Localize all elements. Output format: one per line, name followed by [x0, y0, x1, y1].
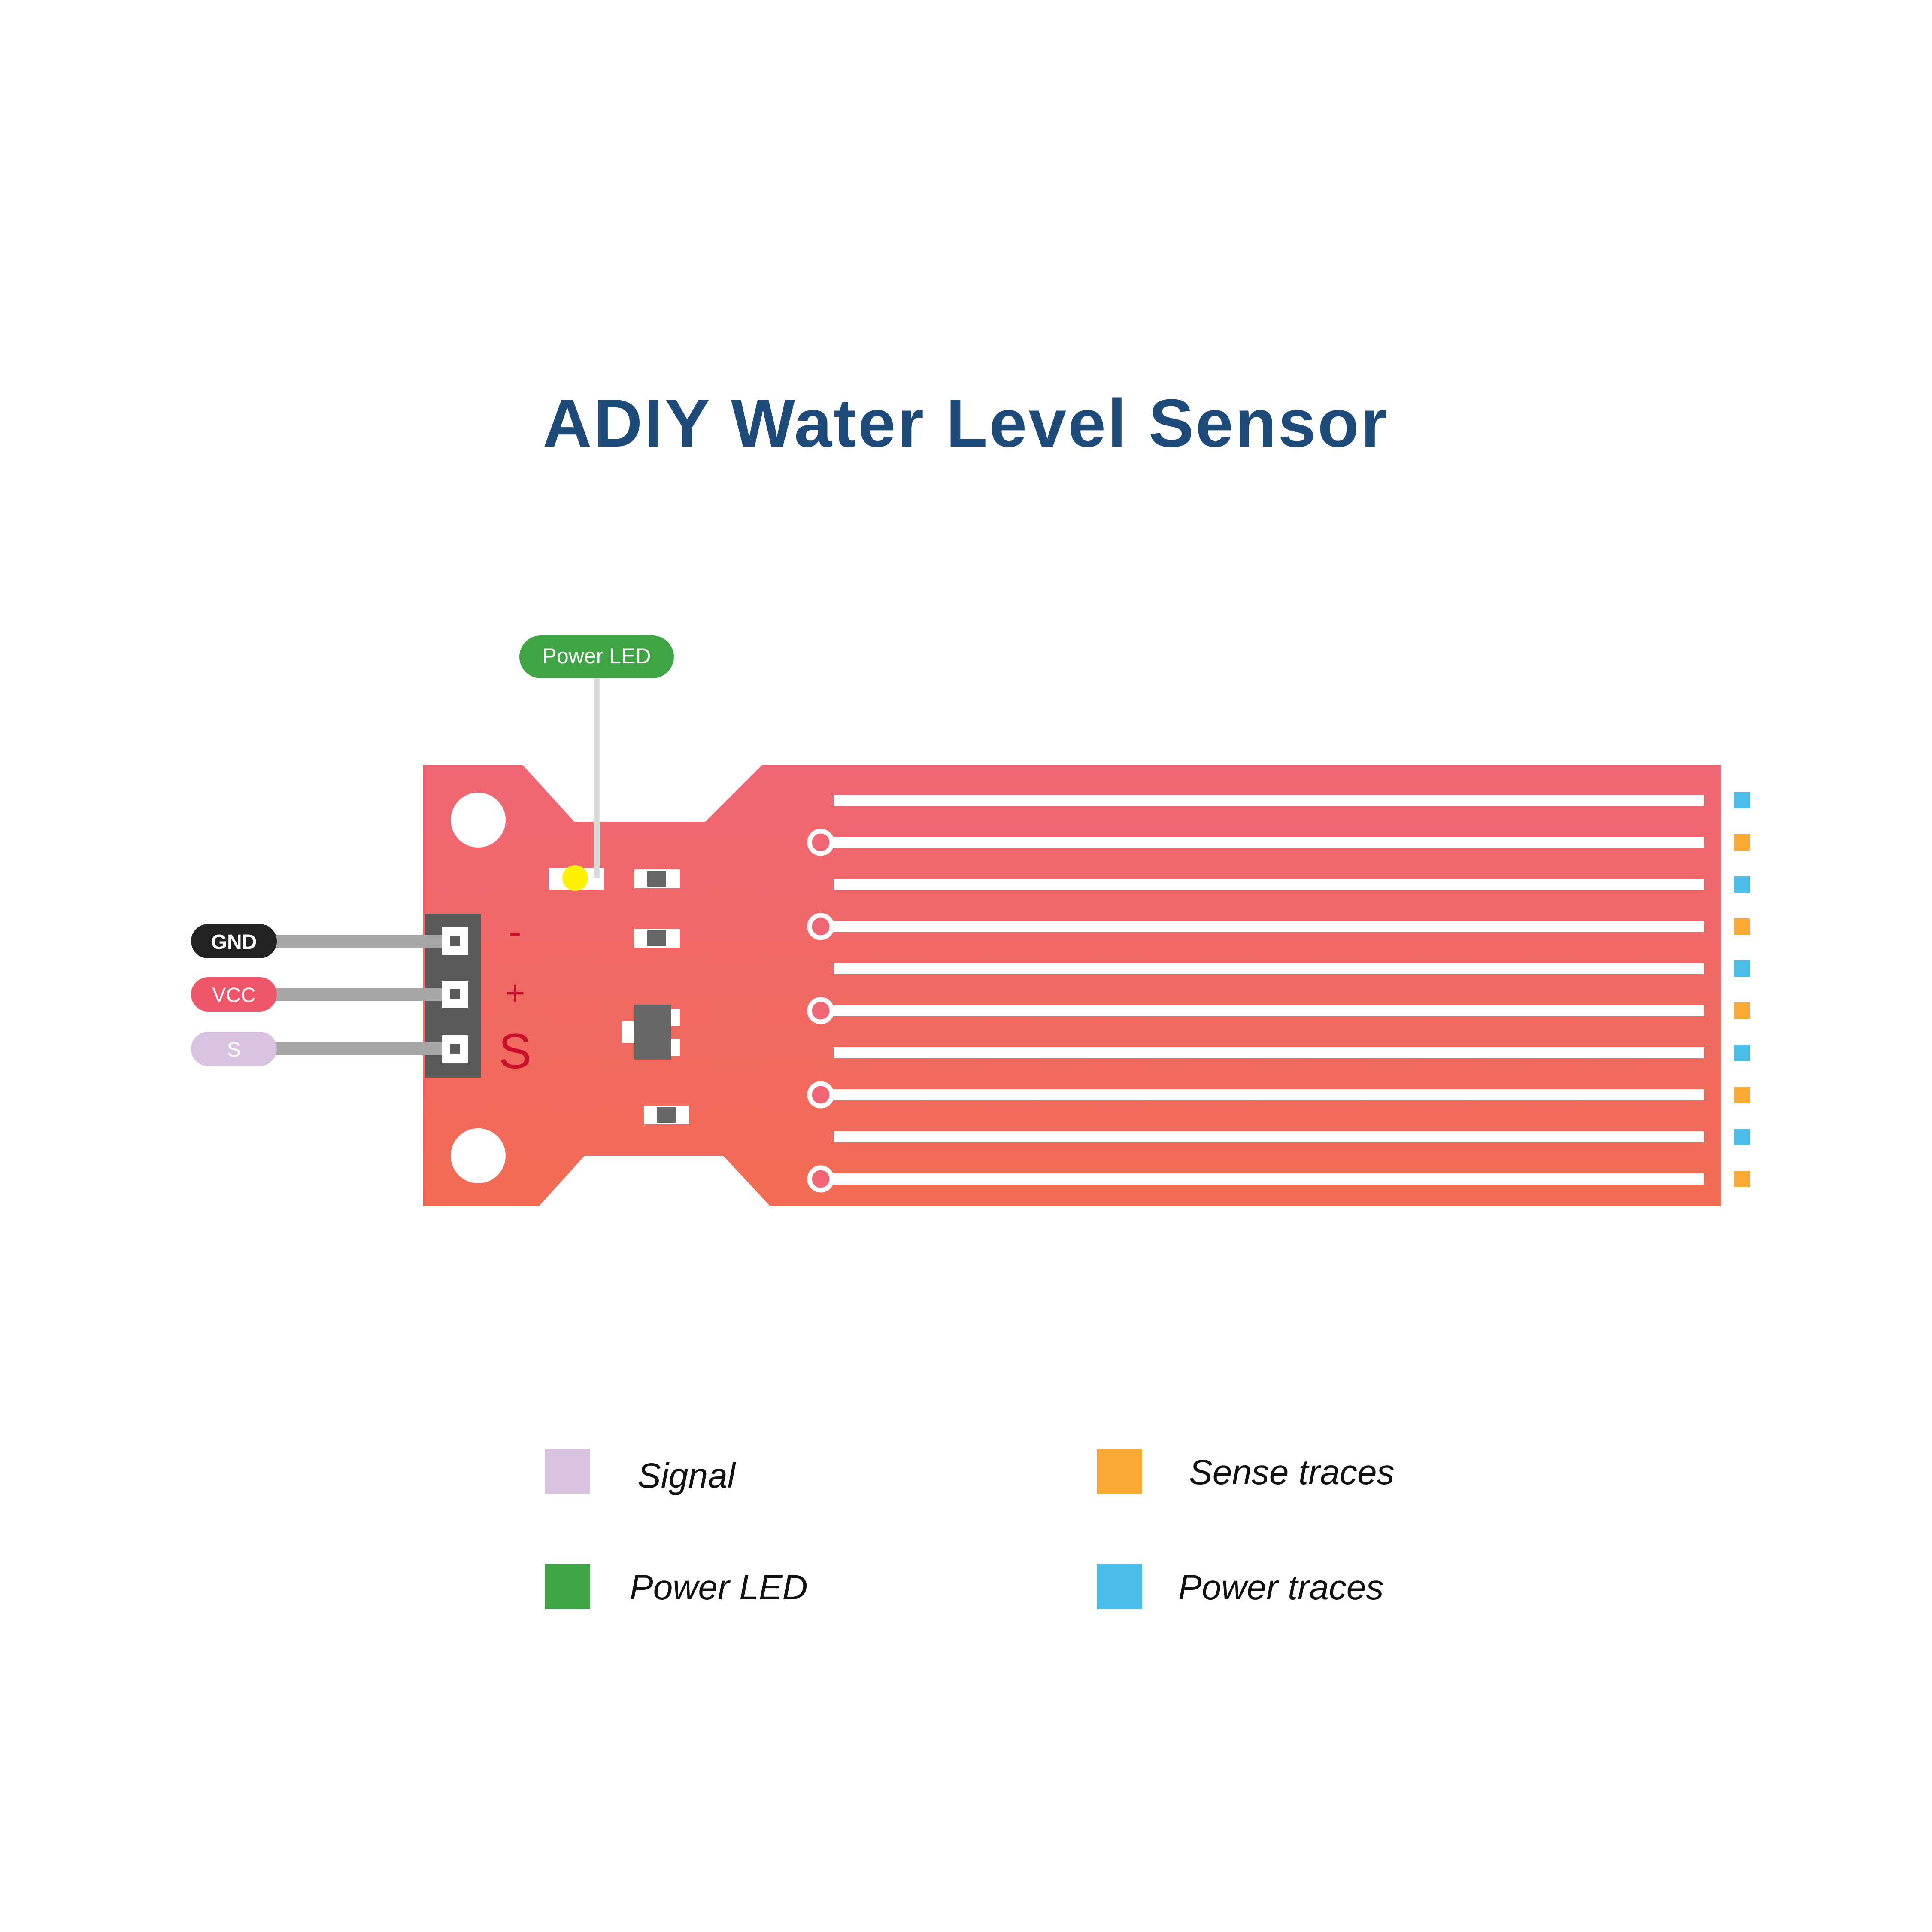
smd-resistor-3: [644, 1106, 689, 1124]
legend-label-signal: Signal: [637, 1456, 737, 1495]
pin-s-pad-hole: [450, 1044, 460, 1054]
power-trace: [834, 879, 1704, 890]
trace-comb: [807, 795, 1704, 1193]
sense-trace-via: [807, 997, 834, 1024]
power-led-lamp: [562, 865, 588, 891]
power-trace: [834, 795, 1704, 806]
power-trace-marker: [1734, 1129, 1750, 1145]
transistor: [622, 1005, 680, 1060]
legend-label-power-traces: Power traces: [1178, 1568, 1384, 1607]
power-led-callout-label: Power LED: [543, 644, 651, 668]
power-led: [549, 865, 604, 891]
sense-trace-marker: [1734, 834, 1750, 851]
pin-gnd-badge: [191, 924, 277, 958]
legend-swatch-power-traces: [1097, 1564, 1142, 1609]
page-title: ADIY Water Level Sensor: [543, 386, 1389, 461]
power-trace-marker: [1734, 792, 1750, 808]
sense-trace: [821, 1173, 1704, 1185]
smd-resistor-1: [634, 869, 680, 888]
legend-item-signal: Signal: [545, 1449, 737, 1495]
legend-item-power-led: Power LED: [545, 1564, 808, 1609]
sense-trace-via: [807, 829, 834, 856]
sense-trace: [821, 837, 1704, 848]
power-trace-marker: [1734, 1045, 1750, 1061]
legend-swatch-signal: [545, 1449, 590, 1494]
sense-trace: [821, 1005, 1704, 1016]
pin-vcc-pad-hole: [450, 989, 460, 999]
sense-trace-marker: [1734, 1171, 1750, 1187]
pin-vcc-badge: [191, 977, 277, 1012]
sense-trace-via: [807, 1165, 834, 1193]
sense-trace: [821, 1089, 1704, 1100]
pin-gnd-silkscreen: -: [509, 910, 522, 953]
legend-swatch-sense-traces: [1097, 1449, 1142, 1494]
legend: Signal Sense traces Power LED Power trac…: [545, 1449, 1395, 1609]
sense-trace-marker: [1734, 918, 1750, 935]
legend-item-sense-traces: Sense traces: [1097, 1449, 1395, 1494]
power-trace-marker: [1734, 960, 1750, 977]
power-trace: [834, 963, 1704, 974]
legend-item-power-traces: Power traces: [1097, 1564, 1384, 1609]
mounting-hole-bottom: [451, 1128, 506, 1183]
sense-trace-via: [807, 913, 834, 940]
pin-vcc: VCC +: [191, 974, 525, 1012]
power-trace: [834, 1047, 1704, 1058]
power-trace-marker: [1734, 876, 1750, 893]
mounting-hole-top: [451, 793, 506, 848]
pin-s-label: S: [227, 1039, 241, 1061]
pin-s: S S: [191, 1024, 531, 1079]
legend-label-power-led: Power LED: [630, 1568, 808, 1607]
sense-trace-marker: [1734, 1002, 1750, 1019]
pin-gnd-label: GND: [211, 931, 257, 954]
pin-s-silkscreen: S: [499, 1024, 532, 1079]
pin-gnd: GND -: [191, 910, 522, 958]
sense-trace-marker: [1734, 1087, 1750, 1103]
legend-swatch-power-led: [545, 1564, 590, 1609]
sense-trace: [821, 921, 1704, 932]
pin-s-badge: [191, 1032, 277, 1066]
power-trace: [834, 1131, 1704, 1142]
pin-vcc-label: VCC: [212, 984, 255, 1007]
sense-trace-via: [807, 1081, 834, 1109]
pin-gnd-pad-hole: [450, 936, 460, 946]
smd-resistor-2: [634, 929, 680, 948]
power-led-callout: Power LED: [519, 635, 674, 678]
trace-markers: [1734, 792, 1750, 1187]
legend-label-sense-traces: Sense traces: [1189, 1453, 1395, 1492]
pin-vcc-silkscreen: +: [505, 974, 525, 1012]
